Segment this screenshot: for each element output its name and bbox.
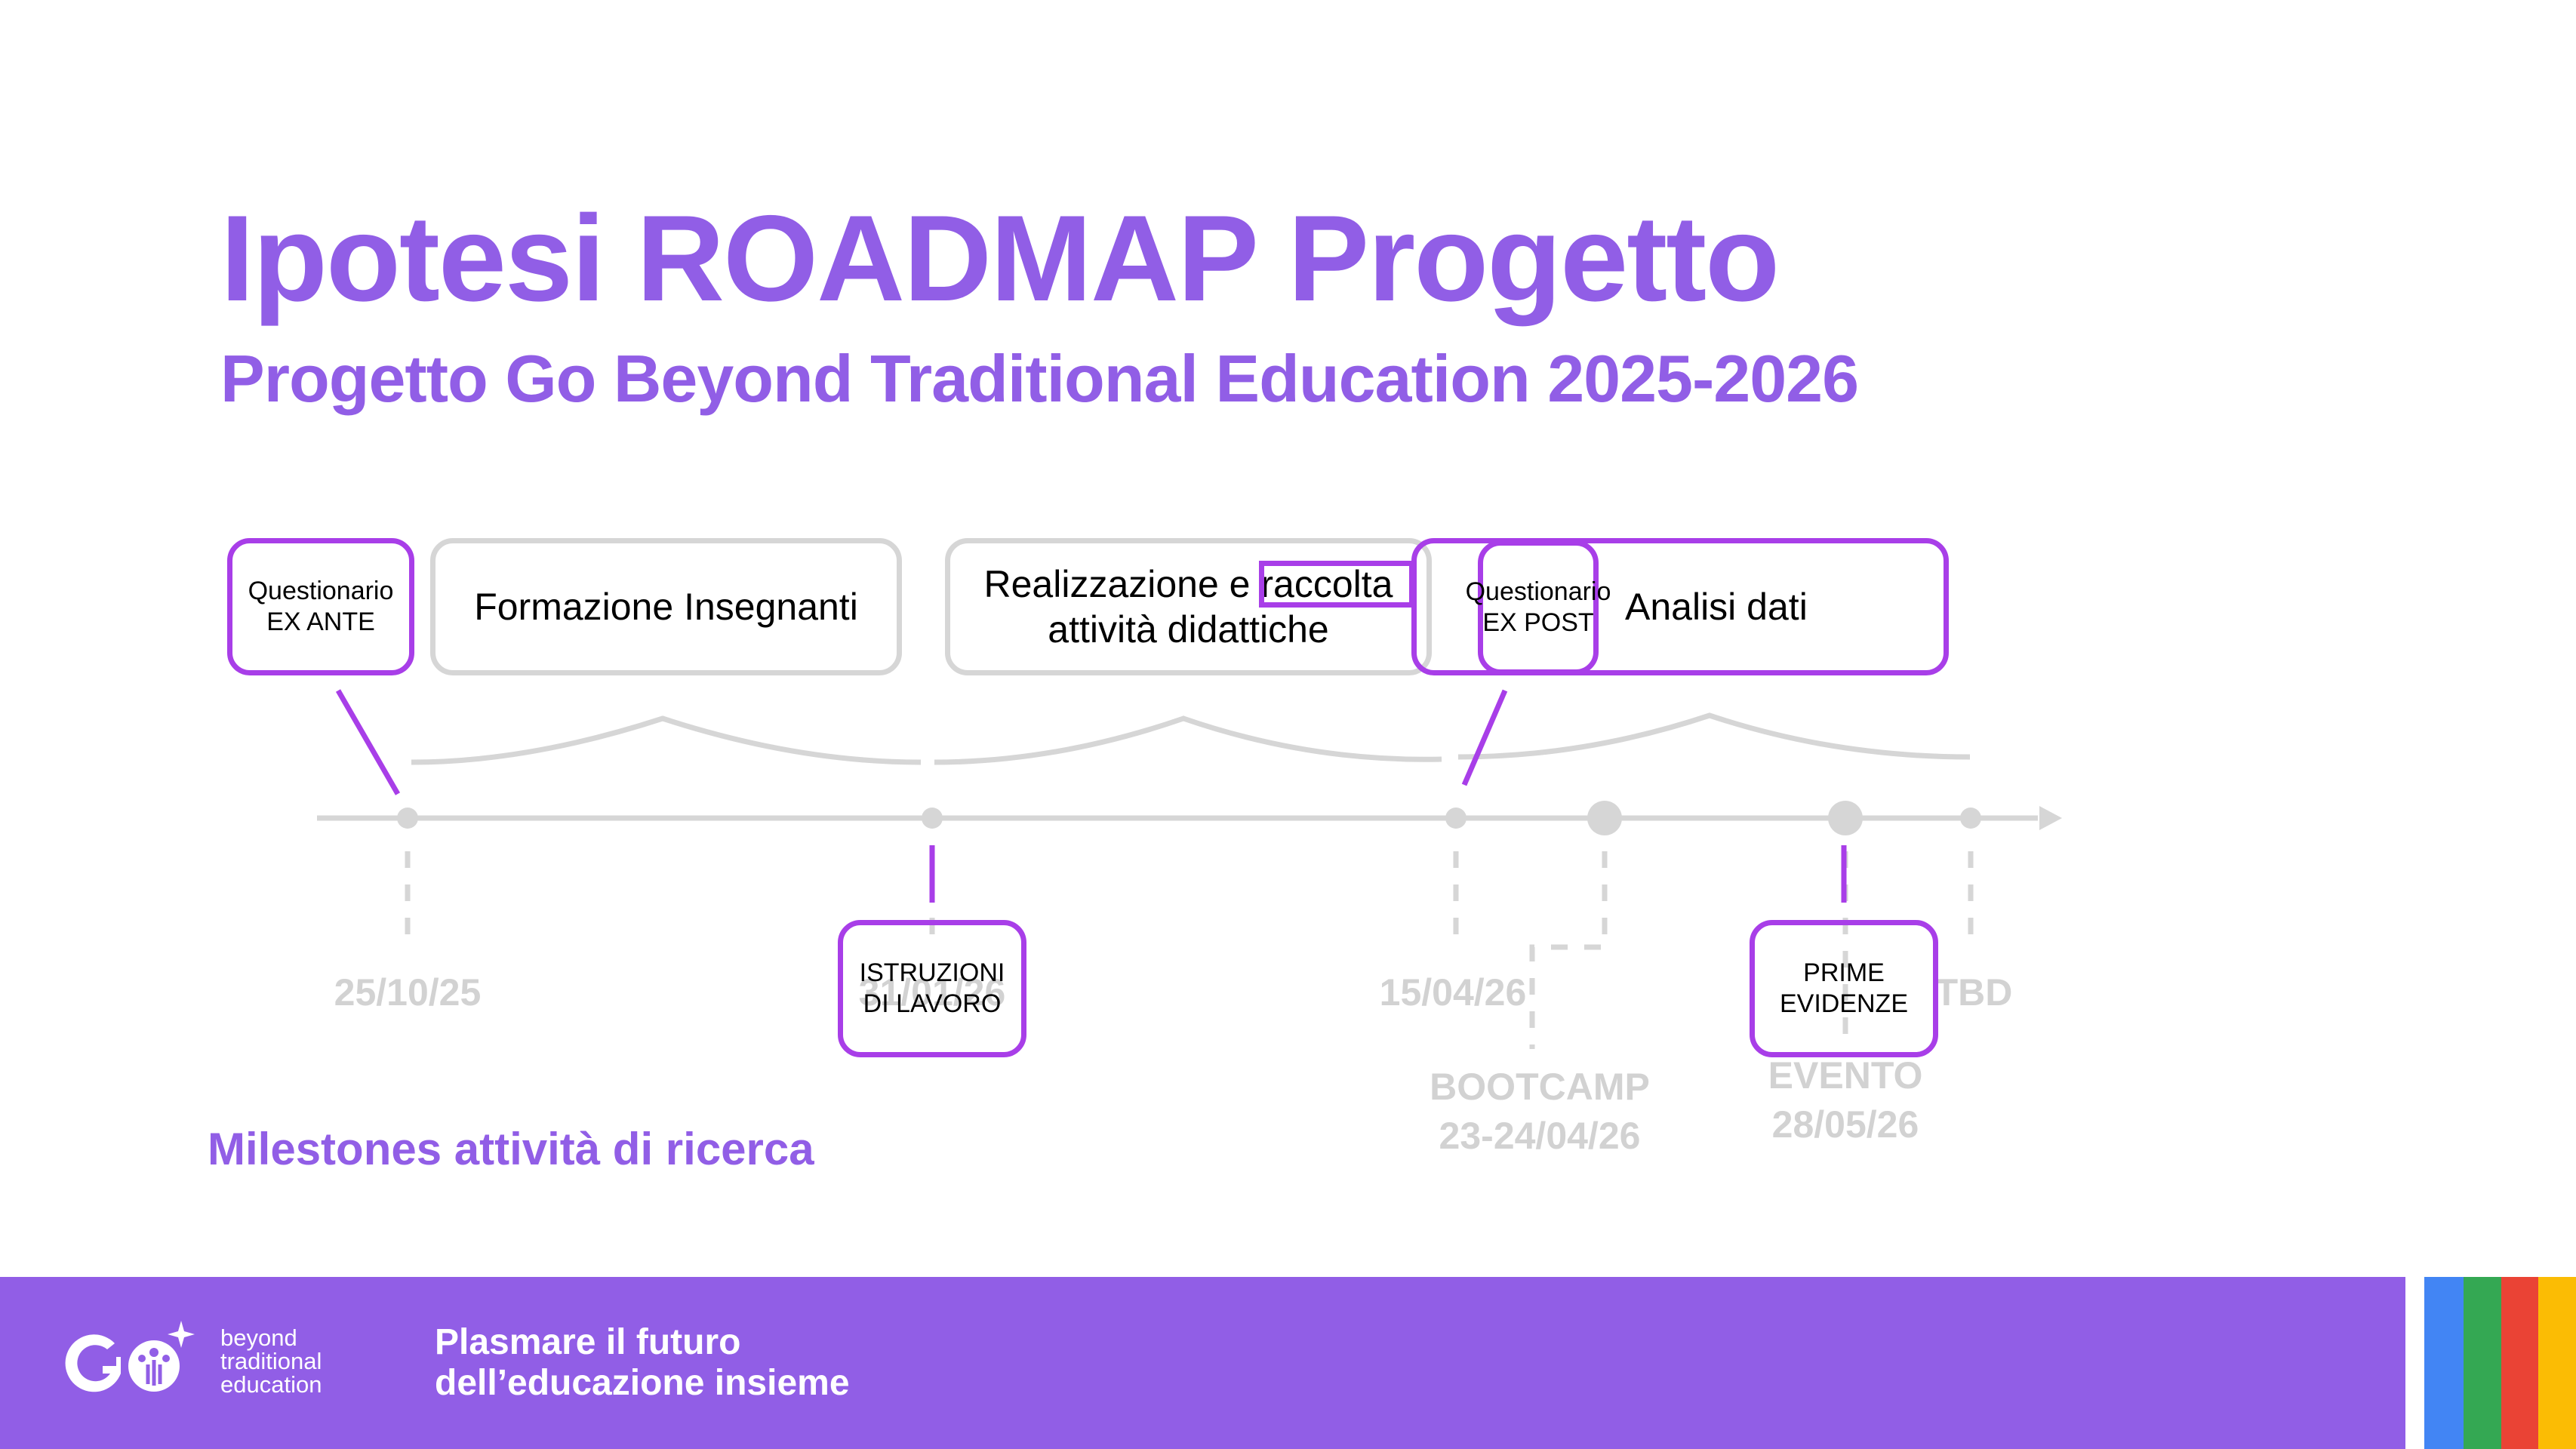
stripe-blue bbox=[2424, 1277, 2464, 1449]
milestone-questionario-ex-ante: Questionario EX ANTE bbox=[227, 538, 414, 675]
phase-formazione-insegnanti: Formazione Insegnanti bbox=[430, 538, 902, 675]
date-label-2: 31/01/26 bbox=[858, 971, 1006, 1014]
date-label-5: EVENTO 28/05/26 bbox=[1768, 1054, 1923, 1146]
milestone-prime-evidenze: PRIME EVIDENZE bbox=[1750, 920, 1938, 1057]
milestone-label: ISTRUZIONI DI LAVORO bbox=[859, 958, 1005, 1018]
page-subtitle: Progetto Go Beyond Traditional Education… bbox=[220, 341, 1859, 416]
date-label-1: 25/10/25 bbox=[334, 971, 482, 1014]
date-label-4: BOOTCAMP 23-24/04/26 bbox=[1430, 1066, 1650, 1157]
connector-ex-ante bbox=[335, 689, 401, 795]
go-logo-icon bbox=[65, 1321, 195, 1392]
brace-formazione bbox=[411, 715, 922, 765]
brace-realizzazione bbox=[934, 715, 1442, 765]
date-label-6: TBD bbox=[1934, 971, 2013, 1014]
footer-bar bbox=[0, 1277, 2405, 1449]
timeline-node-5 bbox=[1828, 801, 1863, 835]
milestone-label: Questionario EX ANTE bbox=[248, 577, 394, 636]
timeline-arrowhead bbox=[2039, 806, 2062, 830]
footer-logo bbox=[63, 1319, 207, 1402]
sparkle-icon bbox=[168, 1321, 195, 1348]
milestone-istruzioni-di-lavoro: ISTRUZIONI DI LAVORO bbox=[838, 920, 1026, 1057]
phase-analisi-dati: Analisi dati bbox=[1411, 538, 1949, 675]
dashed-drop-4 bbox=[1529, 851, 1608, 1049]
date-label-3: 15/04/26 bbox=[1379, 971, 1527, 1014]
stripe-yellow bbox=[2538, 1277, 2576, 1449]
phase-label: Formazione Insegnanti bbox=[474, 586, 858, 628]
phase-label: Realizzazione e raccolta attività didatt… bbox=[983, 563, 1393, 651]
stripe-red bbox=[2501, 1277, 2538, 1449]
milestone-label: Questionario EX POST bbox=[1465, 577, 1611, 637]
timeline-node-4 bbox=[1587, 801, 1622, 835]
timeline-node-3 bbox=[1445, 808, 1467, 829]
milestone-questionario-ex-post: Questionario EX POST bbox=[1466, 540, 1611, 675]
milestones-legend: Milestones attività di ricerca bbox=[208, 1124, 814, 1174]
timeline-node-2 bbox=[922, 808, 943, 829]
phase-realizzazione-raccolta: Realizzazione e raccolta attività didatt… bbox=[945, 538, 1432, 675]
footer-tagline: Plasmare il futuro dell’educazione insie… bbox=[435, 1322, 850, 1403]
connector-ex-post bbox=[1461, 689, 1508, 786]
highlight-raccolta bbox=[1259, 561, 1414, 608]
phase-label: Analisi dati bbox=[1625, 586, 1808, 628]
milestone-label: PRIME EVIDENZE bbox=[1779, 958, 1909, 1018]
page-title: Ipotesi ROADMAP Progetto bbox=[220, 190, 1780, 327]
timeline-node-6 bbox=[1960, 808, 1981, 829]
footer-logo-text: beyond traditional education bbox=[220, 1324, 322, 1398]
brace-analisi bbox=[1457, 712, 1971, 760]
stripe-green bbox=[2464, 1277, 2501, 1449]
timeline-node-1 bbox=[397, 808, 418, 829]
